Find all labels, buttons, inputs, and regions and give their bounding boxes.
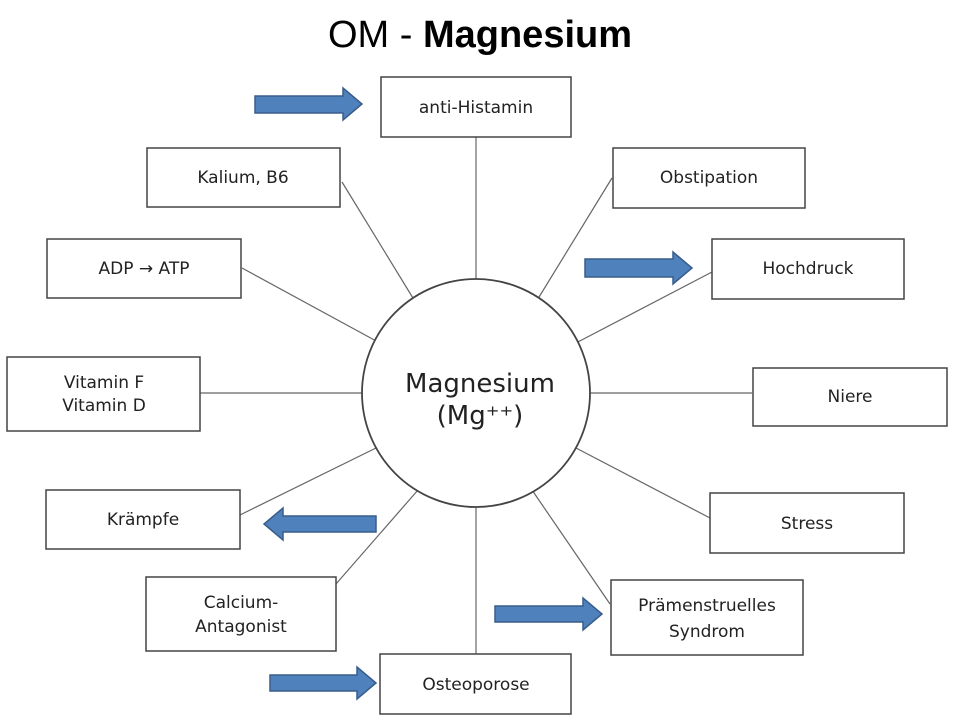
box-adp-atp (46, 238, 242, 299)
arrow-right-icon (254, 86, 364, 122)
arrow-right-icon (269, 665, 378, 701)
center-label-2: (Mg⁺⁺) (437, 401, 524, 431)
title-bold: Magnesium (422, 14, 633, 56)
label-kalium: Kalium, B6 (197, 168, 288, 188)
line-kraempfe (239, 447, 377, 516)
line-adp-atp (241, 267, 379, 343)
box-calcium (145, 576, 337, 652)
label-vitamin-f: Vitamin F (64, 373, 144, 393)
label-vitamin-d: Vitamin D (62, 396, 146, 416)
line-calcium (335, 489, 419, 585)
label-adp-atp: ADP → ATP (99, 259, 190, 279)
label-kraempfe: Krämpfe (107, 510, 179, 530)
title-prefix: OM - (327, 14, 423, 56)
connector-lines (200, 137, 752, 654)
box-anti-histamin (380, 76, 572, 138)
arrow-right-icon (584, 250, 694, 286)
box-osteoporose (379, 653, 572, 715)
label-atp: ATP (159, 259, 190, 279)
page-title: OM - Magnesium (0, 10, 960, 60)
label-anti-histamin: anti-Histamin (419, 98, 533, 118)
box-kalium (146, 147, 341, 208)
label-calcium-2: Antagonist (195, 617, 287, 637)
line-obstipation (535, 177, 613, 303)
box-vitamin (6, 356, 201, 432)
box-niere (752, 367, 948, 427)
label-hochdruck: Hochdruck (762, 259, 853, 279)
box-obstipation (612, 147, 806, 209)
arrow-right-icon: → (139, 259, 153, 279)
box-pms (610, 579, 804, 656)
box-kraempfe (45, 489, 241, 550)
line-pms (531, 489, 611, 605)
label-niere: Niere (828, 387, 873, 407)
line-kalium (341, 181, 417, 304)
label-osteoporose: Osteoporose (422, 675, 529, 695)
arrow-left-icon (262, 506, 377, 542)
label-pms-2: Syndrom (669, 622, 745, 642)
label-obstipation: Obstipation (660, 168, 758, 188)
line-hochdruck (573, 271, 713, 345)
center-label-1: Magnesium (405, 369, 555, 399)
arrow-right-icon (494, 596, 604, 632)
label-adp: ADP (99, 259, 134, 279)
label-calcium-1: Calcium- (204, 593, 279, 613)
box-hochdruck (711, 238, 905, 300)
box-stress (709, 492, 905, 554)
label-pms-1: Prämenstruelles (638, 596, 776, 616)
label-stress: Stress (781, 514, 833, 534)
center-circle (361, 278, 591, 508)
line-stress (575, 447, 711, 519)
